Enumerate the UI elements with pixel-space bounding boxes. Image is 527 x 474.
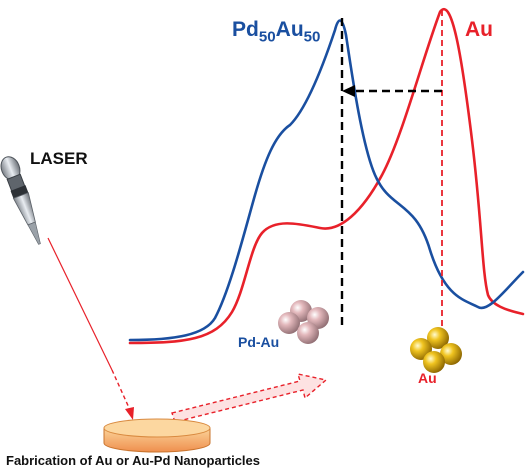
pdau-spectrum-curve [128,19,525,342]
pdau-curve-label: Pd50Au50 [232,18,321,46]
target-disk-icon [103,418,211,453]
pdau-nanoparticle-icon [278,300,329,344]
au-particles-label: Au [418,370,437,386]
laser-beam [47,237,113,371]
figure-caption: Fabrication of Au or Au-Pd Nanoparticles [6,453,261,468]
laser-beam-arrowhead [125,407,134,420]
peak-shift-arrowhead [342,85,355,97]
au-nanoparticle-icon [410,327,462,373]
pdau-particles-label: Pd-Au [238,334,280,350]
ablation-plume-arrow [171,373,328,423]
laser-emitter-icon [0,156,41,245]
au-curve-label: Au [465,18,493,41]
laser-beam-dashed [111,369,131,411]
laser-label: LASER [30,149,88,168]
au-spectrum-curve [128,8,525,345]
